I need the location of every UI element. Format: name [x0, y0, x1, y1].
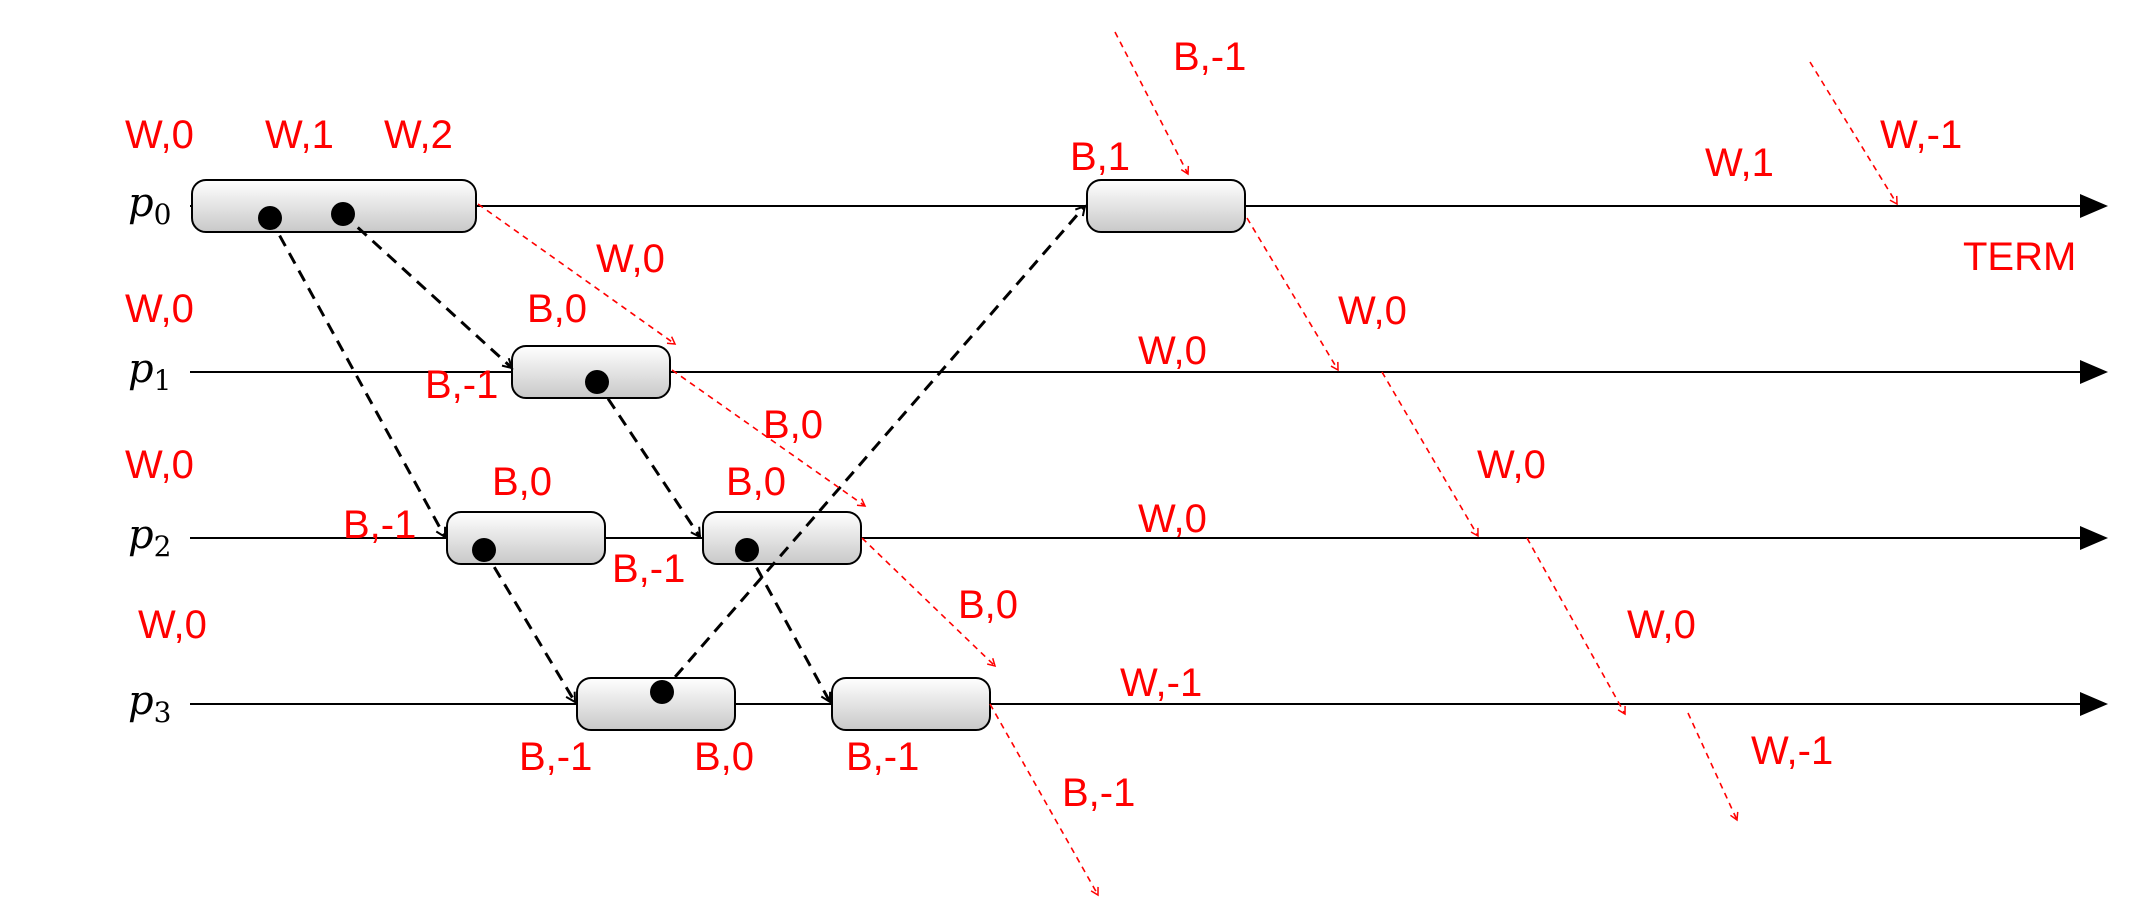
- process-label-p2: p2: [128, 512, 171, 563]
- process-label-p1: p1: [128, 346, 171, 397]
- message-arrow: [745, 549, 832, 702]
- token-label: W,0: [1338, 289, 1407, 333]
- process-lines: [190, 194, 2108, 716]
- state-label: W,1: [1705, 141, 1774, 185]
- timeline-arrowhead: [2080, 692, 2108, 716]
- token-label: W,-1: [1751, 729, 1833, 773]
- state-label: W,-1: [1120, 661, 1202, 705]
- event-dot: [650, 680, 674, 704]
- message-arrow: [660, 206, 1085, 693]
- process-labels: p0 p1 p2 p3: [128, 180, 171, 729]
- token-arrow: [1114, 31, 1190, 176]
- message-arrow: [595, 381, 702, 537]
- state-label: B,-1: [343, 503, 416, 547]
- token-label: W,0: [1627, 603, 1696, 647]
- state-label: W,1: [265, 113, 334, 157]
- token-arrow: [477, 203, 677, 345]
- token-arrows: [477, 31, 1898, 897]
- token-label: W,-1: [1880, 113, 1962, 157]
- token-arrow: [861, 537, 997, 668]
- timeline-arrowhead: [2080, 360, 2108, 384]
- token-label: B,0: [958, 583, 1018, 627]
- event-dot: [258, 206, 282, 230]
- state-label: W,0: [125, 443, 194, 487]
- state-label: W,0: [125, 113, 194, 157]
- token-arrow: [1381, 371, 1479, 538]
- timeline-arrowhead: [2080, 526, 2108, 550]
- event-dot: [331, 202, 355, 226]
- token-label: B,-1: [1173, 35, 1246, 79]
- term-label: TERM: [1963, 235, 2076, 279]
- state-label: B,-1: [519, 735, 592, 779]
- event-dots: [258, 202, 759, 704]
- message-arrows: [268, 206, 1085, 702]
- message-arrow: [341, 212, 512, 368]
- state-label: B,1: [1070, 135, 1130, 179]
- activity-boxes: [191, 179, 1246, 731]
- state-label: B,0: [694, 735, 754, 779]
- activity-box-p3-2: [831, 677, 991, 731]
- state-label: B,0: [492, 460, 552, 504]
- token-label: W,0: [596, 237, 665, 281]
- token-arrow: [989, 703, 1099, 897]
- state-label: B,-1: [425, 363, 498, 407]
- state-label: W,2: [384, 113, 453, 157]
- message-arrow: [482, 549, 577, 702]
- token-arrow: [1526, 537, 1626, 716]
- state-label: W,0: [1138, 497, 1207, 541]
- token-label: B,0: [763, 403, 823, 447]
- state-label: B,-1: [846, 735, 919, 779]
- activity-box-p0-2: [1086, 179, 1246, 233]
- state-label: W,0: [1138, 329, 1207, 373]
- state-label: W,0: [138, 603, 207, 647]
- activity-box-p3-1: [576, 677, 736, 731]
- message-arrow: [268, 217, 447, 537]
- token-arrow: [1246, 217, 1339, 372]
- state-labels: W,0 W,1 W,2 B,-1 B,1 W,1 W,-1 TERM W,0 W…: [125, 35, 2076, 815]
- timeline-arrowhead: [2080, 194, 2108, 218]
- process-label-p3: p3: [128, 678, 171, 729]
- state-label: B,0: [726, 460, 786, 504]
- state-label: W,0: [125, 287, 194, 331]
- activity-box-p0-1: [191, 179, 477, 233]
- state-label: B,-1: [612, 547, 685, 591]
- token-arrow: [1809, 61, 1898, 206]
- state-label: B,0: [527, 287, 587, 331]
- token-label: W,0: [1477, 443, 1546, 487]
- event-dot: [472, 538, 496, 562]
- event-dot: [585, 370, 609, 394]
- event-dot: [735, 538, 759, 562]
- token-arrow: [1687, 712, 1739, 822]
- process-label-p0: p0: [128, 180, 171, 231]
- activity-box-p2-1: [446, 511, 606, 565]
- token-label: B,-1: [1062, 771, 1135, 815]
